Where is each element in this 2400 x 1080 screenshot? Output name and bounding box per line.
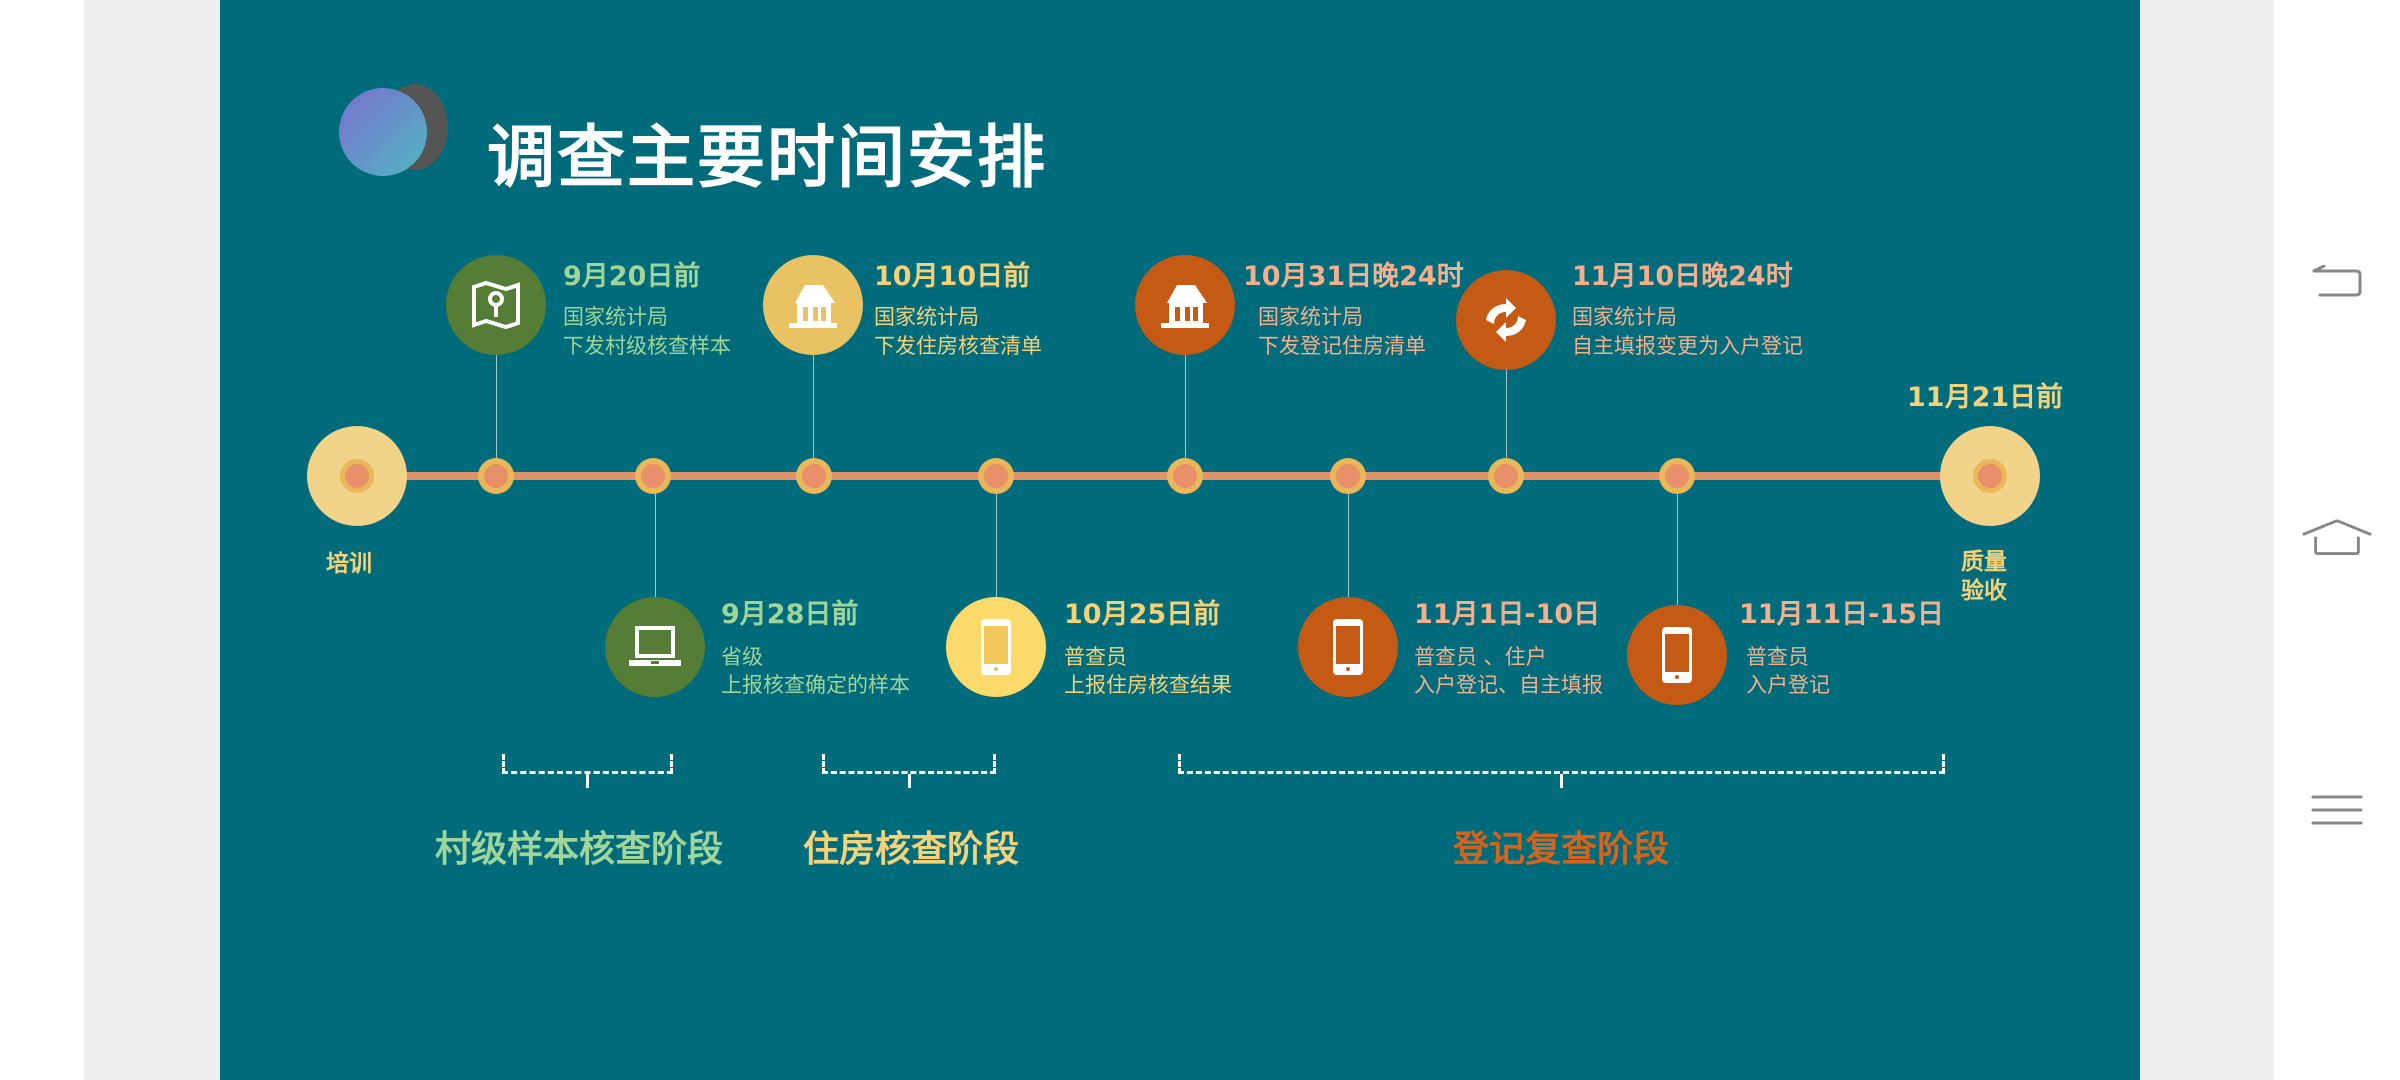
event-date: 11月10日晚24时 [1572,261,1793,292]
navigation-bar [2274,0,2400,1080]
back-button[interactable] [2302,253,2372,313]
timeline-dot [635,458,671,494]
house-icon [789,285,837,328]
connector [655,476,656,597]
event-icon-circle [1627,605,1727,705]
event-line1: 国家统计局 [1258,305,1363,329]
event-line1: 省级 [721,645,763,669]
event-line1: 普查员 [1746,645,1809,669]
event-date: 11月1日-10日 [1414,599,1601,630]
phase-label-village: 村级样本核查阶段 [434,829,724,870]
phase-label-housing: 住房核查阶段 [802,829,1020,870]
event-line2: 下发登记住房清单 [1258,334,1426,358]
connector [1348,476,1349,597]
event-line2: 上报核查确定的样本 [721,673,910,697]
event-date: 11月11日-15日 [1739,599,1944,630]
event-line2: 自主填报变更为入户登记 [1572,334,1803,358]
connector [1506,370,1507,476]
phone-icon [1333,619,1363,675]
event-line2: 下发住房核查清单 [874,334,1042,358]
event-icon-circle [1456,270,1556,370]
event-date: 9月28日前 [721,599,859,630]
timeline-dot [796,458,832,494]
page-title: 调查主要时间安排 [487,119,1048,198]
end-label-1: 质量 [1961,549,2007,575]
timeline-dot [1330,458,1366,494]
event-line2: 上报住房核查结果 [1064,673,1232,697]
timeline-dot [1659,458,1695,494]
event-date: 10月31日晚24时 [1243,261,1464,292]
connector [1185,355,1186,476]
home-button[interactable] [2302,508,2372,568]
back-icon [2312,265,2362,297]
title-decoration-circle [339,88,427,176]
home-icon [2302,519,2372,556]
event-icon-circle [446,255,546,355]
start-label: 培训 [326,551,372,577]
event-line2: 入户登记 [1746,673,1830,697]
phase-bracket [1178,754,1945,774]
connector [1677,476,1678,605]
event-icon-circle [1298,597,1398,697]
menu-icon [2311,795,2363,825]
bracket-tip [586,774,589,788]
event-line1: 普查员 [1064,645,1127,669]
connector [996,476,997,597]
event-icon-circle [763,255,863,355]
timeline-dot [478,458,514,494]
menu-button[interactable] [2302,780,2372,840]
event-date: 9月20日前 [563,261,701,292]
event-line2: 入户登记、自主填报 [1414,673,1603,697]
event-line1: 国家统计局 [1572,305,1677,329]
event-line2: 下发村级核查样本 [563,334,731,358]
phone-icon [1662,627,1692,683]
event-date: 10月25日前 [1064,599,1221,630]
phone-icon [981,619,1011,675]
timeline-end-node [1940,426,2040,526]
timeline-dot [1167,458,1203,494]
bracket-tip [1560,774,1563,788]
timeline-start-node [307,426,407,526]
event-line1: 普查员 、住户 [1414,645,1547,669]
laptop-icon [629,626,681,666]
event-icon-circle [605,597,705,697]
bracket-tip [908,774,911,788]
timeline-dot [1488,458,1524,494]
phase-bracket [502,754,673,774]
event-line1: 国家统计局 [563,305,668,329]
timeline-dot [978,458,1014,494]
event-icon-circle [946,597,1046,697]
phase-bracket [822,754,996,774]
event-date: 10月10日前 [874,261,1031,292]
slide [220,0,2140,1080]
refresh-icon [1486,298,1526,342]
connector [813,355,814,476]
map-icon [472,280,520,330]
event-icon-circle [1135,255,1235,355]
house-icon [1161,285,1209,328]
event-line1: 国家统计局 [874,305,979,329]
connector [496,355,497,476]
phase-label-registration: 登记复查阶段 [1452,829,1670,870]
end-label-2: 验收 [1961,578,2007,604]
end-date: 11月21日前 [1907,382,2064,413]
